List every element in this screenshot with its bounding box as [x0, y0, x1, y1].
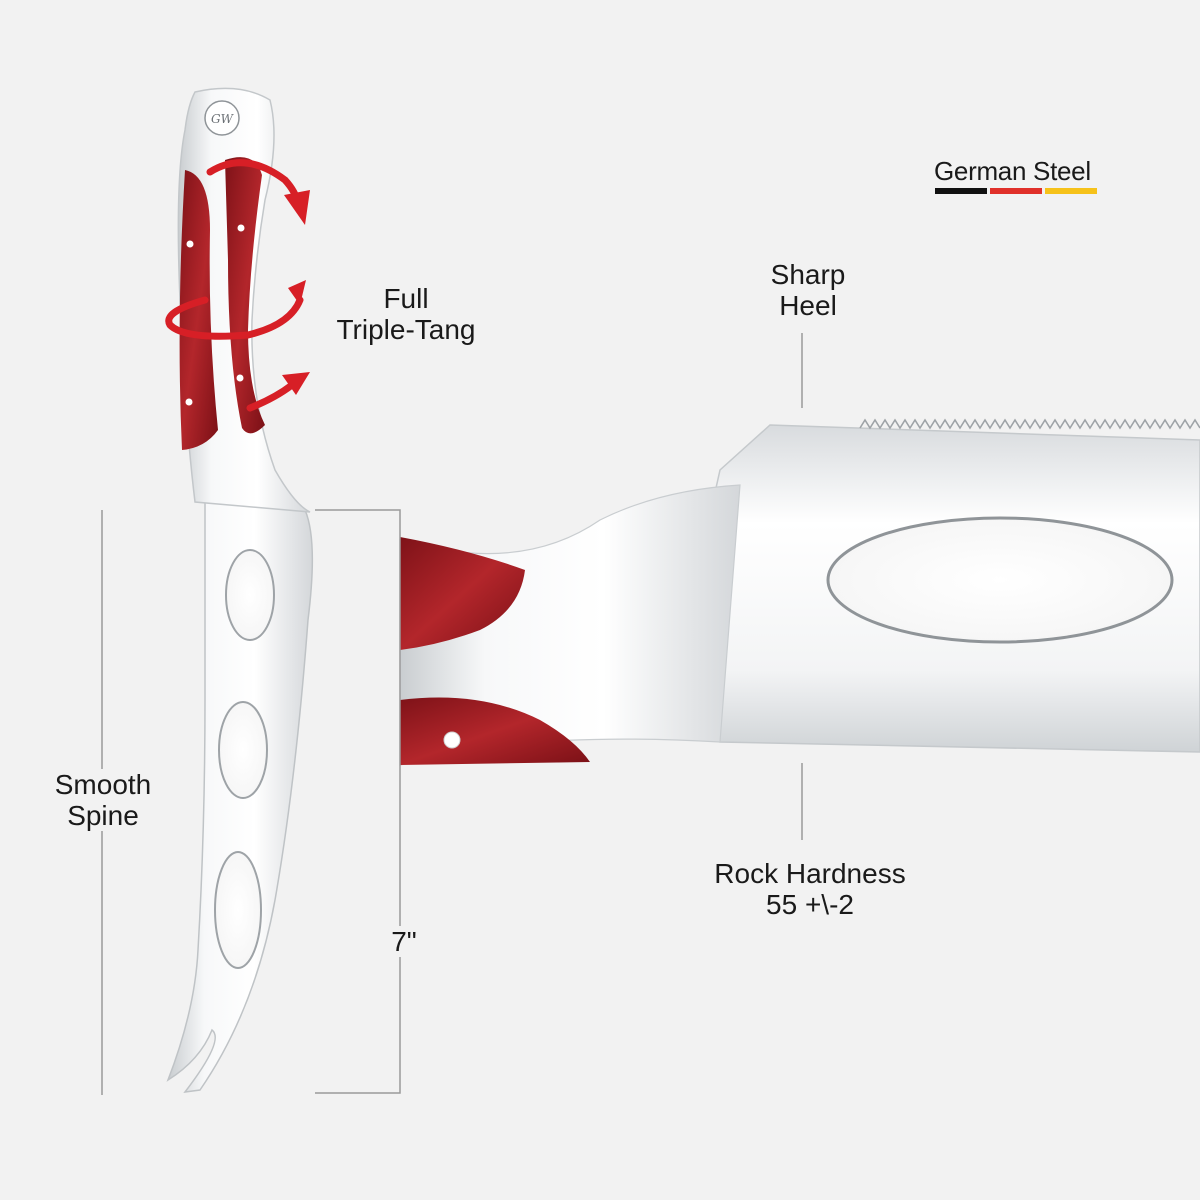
sharp-heel-line-2: Heel	[779, 290, 837, 321]
tang-arrow-bottom-head	[282, 372, 310, 395]
full-tang-label: Full Triple-Tang	[320, 283, 492, 345]
logo-circle	[204, 100, 240, 136]
handle-rivet-3	[236, 374, 244, 382]
logo-text: GW	[211, 112, 235, 126]
german-steel-title: German Steel	[934, 156, 1091, 186]
tang-arrow-bottom	[246, 381, 296, 412]
smooth-spine-line-1: Smooth	[54, 769, 152, 800]
sharp-heel-line-1: Sharp	[770, 259, 846, 290]
length-label: 7"	[380, 926, 428, 957]
tang-arrow-top-head	[284, 190, 310, 225]
smooth-spine-line-2: Spine	[67, 800, 139, 831]
zoomed-serrated-edge	[859, 418, 1200, 430]
zoomed-rivet	[443, 731, 461, 749]
tang-arrow-middle-head	[288, 280, 306, 305]
handle-rivet-4	[185, 398, 193, 406]
knife-hole-3	[214, 851, 262, 969]
sharp-heel-label: Sharp Heel	[748, 259, 868, 321]
tang-arrow-middle	[165, 296, 304, 340]
zoomed-blade-hole	[826, 516, 1174, 644]
rock-hardness-label: Rock Hardness 55 +\-2	[690, 858, 930, 920]
handle-rivet-2	[237, 224, 245, 232]
length-bracket	[315, 509, 401, 1094]
flag-bar-red	[990, 188, 1042, 194]
handle-rivet-1	[186, 240, 194, 248]
rock-hardness-line-1: Rock Hardness	[714, 858, 906, 889]
knife-hole-1	[225, 549, 275, 641]
handle-wood-right	[225, 157, 265, 434]
rock-hardness-line-2: 55 +\-2	[766, 889, 854, 920]
handle-wood-left	[179, 170, 218, 450]
flag-bar-gold	[1045, 188, 1097, 194]
zoomed-bolster	[399, 484, 741, 766]
flag-bar-black	[935, 188, 987, 194]
zoomed-wood-lower	[400, 697, 590, 765]
full-tang-line-1: Full	[383, 283, 429, 314]
zoomed-wood-upper	[400, 537, 525, 650]
full-tang-line-2: Triple-Tang	[336, 314, 476, 345]
full-knife: GW	[166, 87, 314, 1093]
knife-hole-2	[218, 701, 268, 799]
smooth-spine-label: Smooth Spine	[42, 769, 164, 831]
zoomed-knife	[399, 418, 1200, 766]
triple-tang-arrows	[165, 159, 310, 412]
